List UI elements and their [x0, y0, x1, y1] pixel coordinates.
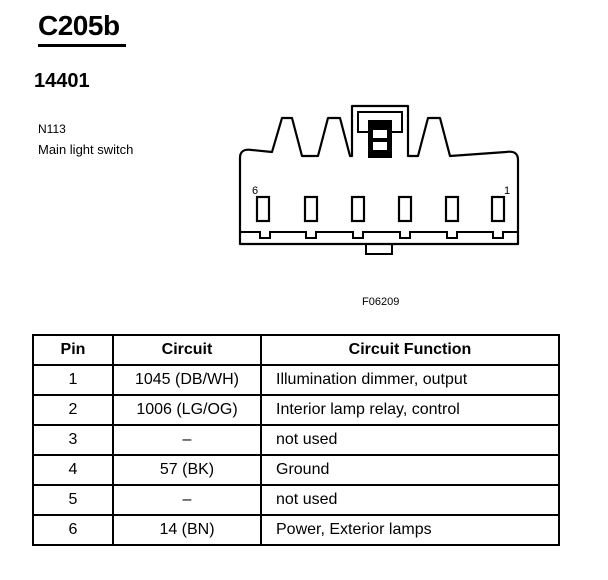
component-code: N113	[38, 122, 66, 136]
cell-function: Interior lamp relay, control	[260, 394, 560, 426]
table-row: 4 57 (BK) Ground	[32, 454, 560, 486]
cell-circuit: –	[112, 424, 262, 456]
table-row: 5 – not used	[32, 484, 560, 516]
pin-table: Pin Circuit Circuit Function 1 1045 (DB/…	[32, 334, 560, 546]
cell-pin: 3	[32, 424, 114, 456]
column-header-circuit: Circuit	[112, 334, 262, 366]
pin-terminals	[255, 195, 506, 223]
cell-function: Illumination dimmer, output	[260, 364, 560, 396]
connector-bottom-key	[365, 243, 393, 255]
cell-pin: 6	[32, 514, 114, 546]
terminal-1	[490, 195, 506, 223]
cell-function: not used	[260, 484, 560, 516]
pin-label-right: 1	[504, 185, 510, 197]
cell-pin: 5	[32, 484, 114, 516]
connector-title: C205b	[38, 10, 120, 41]
terminal-4	[350, 195, 366, 223]
column-header-function: Circuit Function	[260, 334, 560, 366]
cell-pin: 1	[32, 364, 114, 396]
title-underline	[38, 44, 126, 47]
cell-circuit: 57 (BK)	[112, 454, 262, 486]
cell-pin: 4	[32, 454, 114, 486]
terminal-5	[303, 195, 319, 223]
pin-label-left: 6	[252, 185, 258, 197]
latch-window-2	[373, 142, 387, 150]
terminal-3	[397, 195, 413, 223]
cell-pin: 2	[32, 394, 114, 426]
cell-function: not used	[260, 424, 560, 456]
latch-window	[373, 130, 387, 138]
column-header-pin: Pin	[32, 334, 114, 366]
table-row: 3 – not used	[32, 424, 560, 456]
component-name: Main light switch	[38, 142, 134, 157]
cell-circuit: –	[112, 484, 262, 516]
connector-bottom-rail	[240, 231, 518, 239]
table-row: 2 1006 (LG/OG) Interior lamp relay, cont…	[32, 394, 560, 426]
cell-circuit: 14 (BN)	[112, 514, 262, 546]
connector-diagram: 6 1	[238, 104, 520, 255]
part-number: 14401	[34, 70, 90, 92]
latch-inner	[368, 120, 392, 158]
cell-function: Ground	[260, 454, 560, 486]
table-row: 1 1045 (DB/WH) Illumination dimmer, outp…	[32, 364, 560, 396]
cell-function: Power, Exterior lamps	[260, 514, 560, 546]
table-row: 6 14 (BN) Power, Exterior lamps	[32, 514, 560, 546]
cell-circuit: 1045 (DB/WH)	[112, 364, 262, 396]
connector-housing-outline	[238, 104, 520, 246]
terminal-6	[255, 195, 271, 223]
cell-circuit: 1006 (LG/OG)	[112, 394, 262, 426]
table-header-row: Pin Circuit Circuit Function	[32, 334, 560, 366]
terminal-2	[444, 195, 460, 223]
figure-id: F06209	[362, 296, 400, 308]
